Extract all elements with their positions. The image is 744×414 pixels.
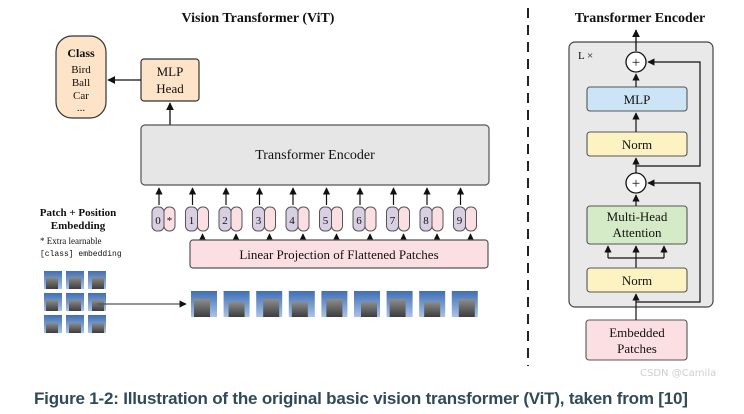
patch-embedding-label-1: Patch + Position [40, 207, 117, 219]
grid-tile-building [69, 277, 81, 289]
grid-tile-building [46, 300, 58, 311]
encoder-norm-top-box [586, 131, 688, 157]
encoder-repeat-label: L × [578, 50, 593, 62]
encoder-mlp-label: MLP [624, 92, 651, 107]
attention-line2: Attention [612, 225, 662, 240]
residual-add-top [625, 51, 647, 73]
class-item-car: Car [73, 90, 89, 102]
attention-box [586, 205, 688, 245]
encoder-norm-bottom-label: Norm [622, 273, 652, 288]
position-index: 6 [356, 215, 362, 227]
class-box [55, 35, 107, 119]
position-index: 4 [289, 215, 295, 227]
figure-caption: Figure 1-2: Illustration of the original… [34, 389, 688, 408]
patch-embedding [398, 206, 410, 232]
encoder-norm-bottom-box [586, 267, 688, 293]
patch-embedding-label-2: Embedding [51, 220, 106, 232]
image-patch-building [326, 299, 343, 317]
image-grid [44, 271, 106, 333]
plus-symbol-top: + [632, 55, 640, 71]
embedded-patches-line2: Patches [617, 341, 657, 356]
mlp-head-line2: Head [156, 81, 184, 96]
patch-embedding [230, 206, 243, 232]
patch-embedding [465, 206, 477, 232]
grid-tile-building [92, 323, 104, 333]
grid-tile-building [92, 300, 104, 311]
class-item-ellipsis: ... [77, 102, 86, 114]
position-index: 5 [323, 215, 329, 227]
position-index: 1 [189, 215, 195, 227]
residual-skip-top [636, 58, 701, 167]
grid-tile-building [69, 300, 81, 311]
position-index: 9 [457, 215, 463, 227]
position-index: 3 [256, 215, 262, 227]
image-patch-building [361, 302, 377, 317]
attention-line1: Multi-Head [607, 209, 668, 224]
image-patch-building [389, 299, 406, 317]
encoder-norm-top-label: Norm [622, 137, 652, 152]
grid-tile-building [69, 323, 81, 333]
transformer-encoder-box [140, 124, 490, 186]
class-title: Class [67, 46, 95, 60]
patch-embedding [264, 206, 276, 232]
image-patch-building [263, 299, 280, 317]
watermark: CSDN @Camila [640, 368, 717, 379]
grid-tile-building [46, 277, 58, 289]
image-patch-building [291, 302, 308, 317]
token-row: 0 * 1 2 3 4 5 6 7 8 9 [151, 187, 477, 241]
class-token-star: * [167, 215, 173, 227]
vit-title: Vision Transformer (ViT) [182, 11, 335, 26]
patch-embedding [364, 206, 377, 232]
patch-embedding [431, 206, 444, 232]
transformer-encoder-label: Transformer Encoder [255, 148, 375, 163]
patch-embedding [331, 206, 343, 232]
linear-projection-label: Linear Projection of Flattened Patches [239, 247, 438, 262]
linear-projection-box [189, 239, 489, 269]
grid-tile-building [92, 277, 104, 289]
extra-note-1: * Extra learnable [40, 236, 101, 246]
position-index: 2 [222, 215, 228, 227]
plus-symbol-middle: + [632, 176, 640, 192]
encoder-mlp-box [586, 86, 688, 112]
class-item-ball: Ball [72, 77, 90, 89]
position-index: 7 [390, 215, 396, 227]
patch-embedding [197, 206, 209, 232]
extra-note-2: [class] embedding [40, 250, 122, 259]
image-patch-building [458, 299, 475, 317]
patch-embedding [297, 206, 310, 232]
residual-skip-bottom [636, 179, 701, 303]
class-item-bird: Bird [71, 64, 91, 76]
grid-tile-building [46, 323, 58, 333]
patch-row [191, 291, 478, 317]
embedded-patches-line1: Embedded [609, 325, 665, 340]
position-index: 8 [423, 215, 429, 227]
image-patch-building [228, 302, 245, 317]
position-index: 0 [155, 215, 161, 227]
image-patch-building [424, 302, 441, 317]
image-patch-building [194, 299, 210, 317]
mlp-head-line1: MLP [157, 64, 184, 79]
class-token [163, 206, 176, 232]
encoder-title: Transformer Encoder [575, 11, 706, 26]
